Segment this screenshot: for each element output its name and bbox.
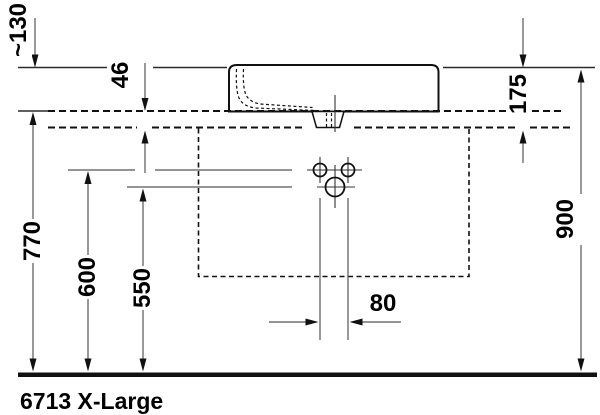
dim-770-label: 770 xyxy=(19,218,46,264)
dim-550-label: 550 xyxy=(129,265,156,311)
drain-outlet xyxy=(324,176,346,198)
dim-80-label: 80 xyxy=(367,290,399,317)
cabinet-outline-dashed xyxy=(197,128,470,278)
dim-175-label: 175 xyxy=(505,71,532,117)
rim-reference-line xyxy=(18,66,595,112)
supply-hole-left xyxy=(312,162,328,178)
crosshair-lines xyxy=(307,95,362,208)
basin-inner-wall-dashed xyxy=(235,68,333,127)
connection-reference-lines xyxy=(68,169,401,340)
supply-hole-right xyxy=(340,162,356,178)
dim-130-label: ~130 xyxy=(5,0,32,60)
mounting-holes xyxy=(312,162,356,198)
dimension-arrowheads xyxy=(29,54,585,372)
floor-line xyxy=(18,372,597,377)
dim-900-label: 900 xyxy=(552,196,579,242)
product-caption: 6713 X-Large xyxy=(20,388,164,414)
drain-fitting xyxy=(311,110,345,129)
dim-46-label: 46 xyxy=(107,59,134,91)
dim-600-label: 600 xyxy=(74,254,101,300)
washbasin-outline xyxy=(228,64,440,113)
